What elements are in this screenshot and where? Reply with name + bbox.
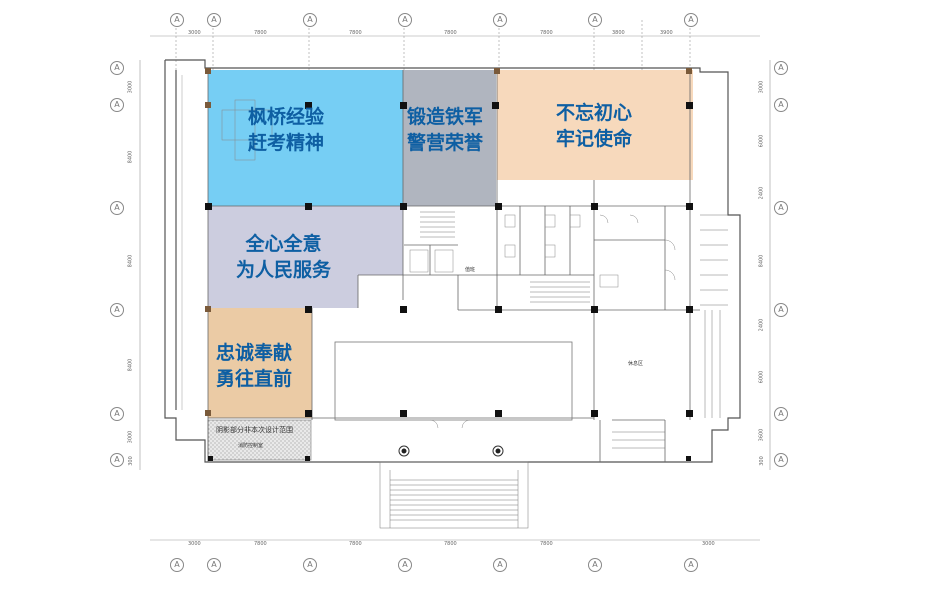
zone-label-line: 为人民服务 [236,259,332,281]
zone-corner-columns [205,68,692,416]
axis-marker: A [303,13,317,27]
zone-label-line: 忠诚奉献 [216,342,293,364]
dimension-label: 3000 [188,541,201,547]
dimension-label: 8400 [758,254,765,268]
axis-marker: A [684,558,698,572]
axis-marker: A [110,201,124,215]
dimension-label: 3900 [660,30,673,36]
axis-marker: A [398,13,412,27]
zone-buwang [497,70,693,180]
dimension-label: 8400 [127,150,134,164]
zone-label-quanxin: 全心全意 为人民服务 [236,231,331,283]
zone-label-fengqiao: 枫桥经验 赶考精神 [248,104,324,156]
axis-marker: A [493,558,507,572]
dimension-label: 6000 [758,370,765,384]
zone-label-line: 赶考精神 [248,132,325,154]
axis-marker: A [774,453,788,467]
dimension-label: 3000 [188,30,201,36]
zone-label-line: 不忘初心 [556,102,633,124]
hatched-note: 阴影部分非本次设计范围 [216,426,293,434]
zone-label-line: 锻造铁军 [407,106,484,128]
dimension-label: 8400 [127,358,134,372]
interior-walls [207,70,700,462]
dimension-label: 300 [758,456,765,466]
dimension-label: 7800 [444,541,457,547]
dimension-label: 6000 [758,134,765,148]
fixtures [221,99,676,429]
axis-marker: A [207,13,221,27]
axis-marker: A [588,13,602,27]
zone-label-line: 勇往直前 [216,368,293,390]
axis-marker: A [774,201,788,215]
zone-label-line: 全心全意 [245,233,322,255]
axis-marker: A [110,61,124,75]
zone-label-line: 枫桥经验 [248,106,325,128]
dimension-label: 8400 [127,254,134,268]
axis-marker: A [774,303,788,317]
dimension-label: 3000 [702,541,715,547]
axis-marker: A [110,303,124,317]
dimension-label: 3800 [612,30,625,36]
dimension-label: 2400 [758,186,765,200]
axis-marker: A [170,13,184,27]
dimension-label: 2400 [758,318,765,332]
zone-label-zhongcheng: 忠诚奉献 勇往直前 [216,340,292,392]
axis-marker: A [774,98,788,112]
duty-room-label: 值班 [465,267,476,273]
axis-marker: A [170,558,184,572]
zone-label-line: 牢记使命 [556,128,633,150]
zone-zhongcheng [208,308,312,418]
zone-label-line: 警营荣誉 [407,132,484,154]
axis-marker: A [493,13,507,27]
zone-quanxin [208,206,403,308]
axis-marker: A [398,558,412,572]
building-outline [164,59,741,463]
hatched-area [207,419,312,461]
structural-columns [205,102,693,461]
zone-label-duanzao: 锻造铁军 警营荣誉 [407,104,483,156]
zone-duanzao [403,70,496,206]
axis-marker: A [684,13,698,27]
axis-marker: A [588,558,602,572]
dimension-label: 7800 [254,541,267,547]
dimension-label: 7800 [254,30,267,36]
dimension-lines [139,20,771,541]
dimension-label: 7800 [540,541,553,547]
zone-fengqiao [208,70,403,206]
dimension-label: 7800 [349,30,362,36]
hatched-room-label: 消防控制室 [238,443,264,449]
axis-marker: A [110,98,124,112]
dimension-label: 7800 [444,30,457,36]
dimension-label: 3600 [758,428,765,442]
axis-marker: A [110,453,124,467]
axis-marker: A [207,558,221,572]
axis-marker: A [774,407,788,421]
entrance-steps [379,461,529,529]
zone-label-buwang: 不忘初心 牢记使命 [556,100,632,152]
dimension-label: 3000 [127,80,134,94]
dimension-label: 300 [127,456,134,466]
rest-area-label: 休息区 [628,361,644,367]
axis-marker: A [110,407,124,421]
stairs [420,211,728,449]
axis-marker: A [303,558,317,572]
axis-marker: A [774,61,788,75]
dimension-label: 7800 [349,541,362,547]
entrance-columns [398,445,504,457]
dimension-label: 3000 [758,80,765,94]
dimension-label: 3000 [127,430,134,444]
dimension-label: 7800 [540,30,553,36]
